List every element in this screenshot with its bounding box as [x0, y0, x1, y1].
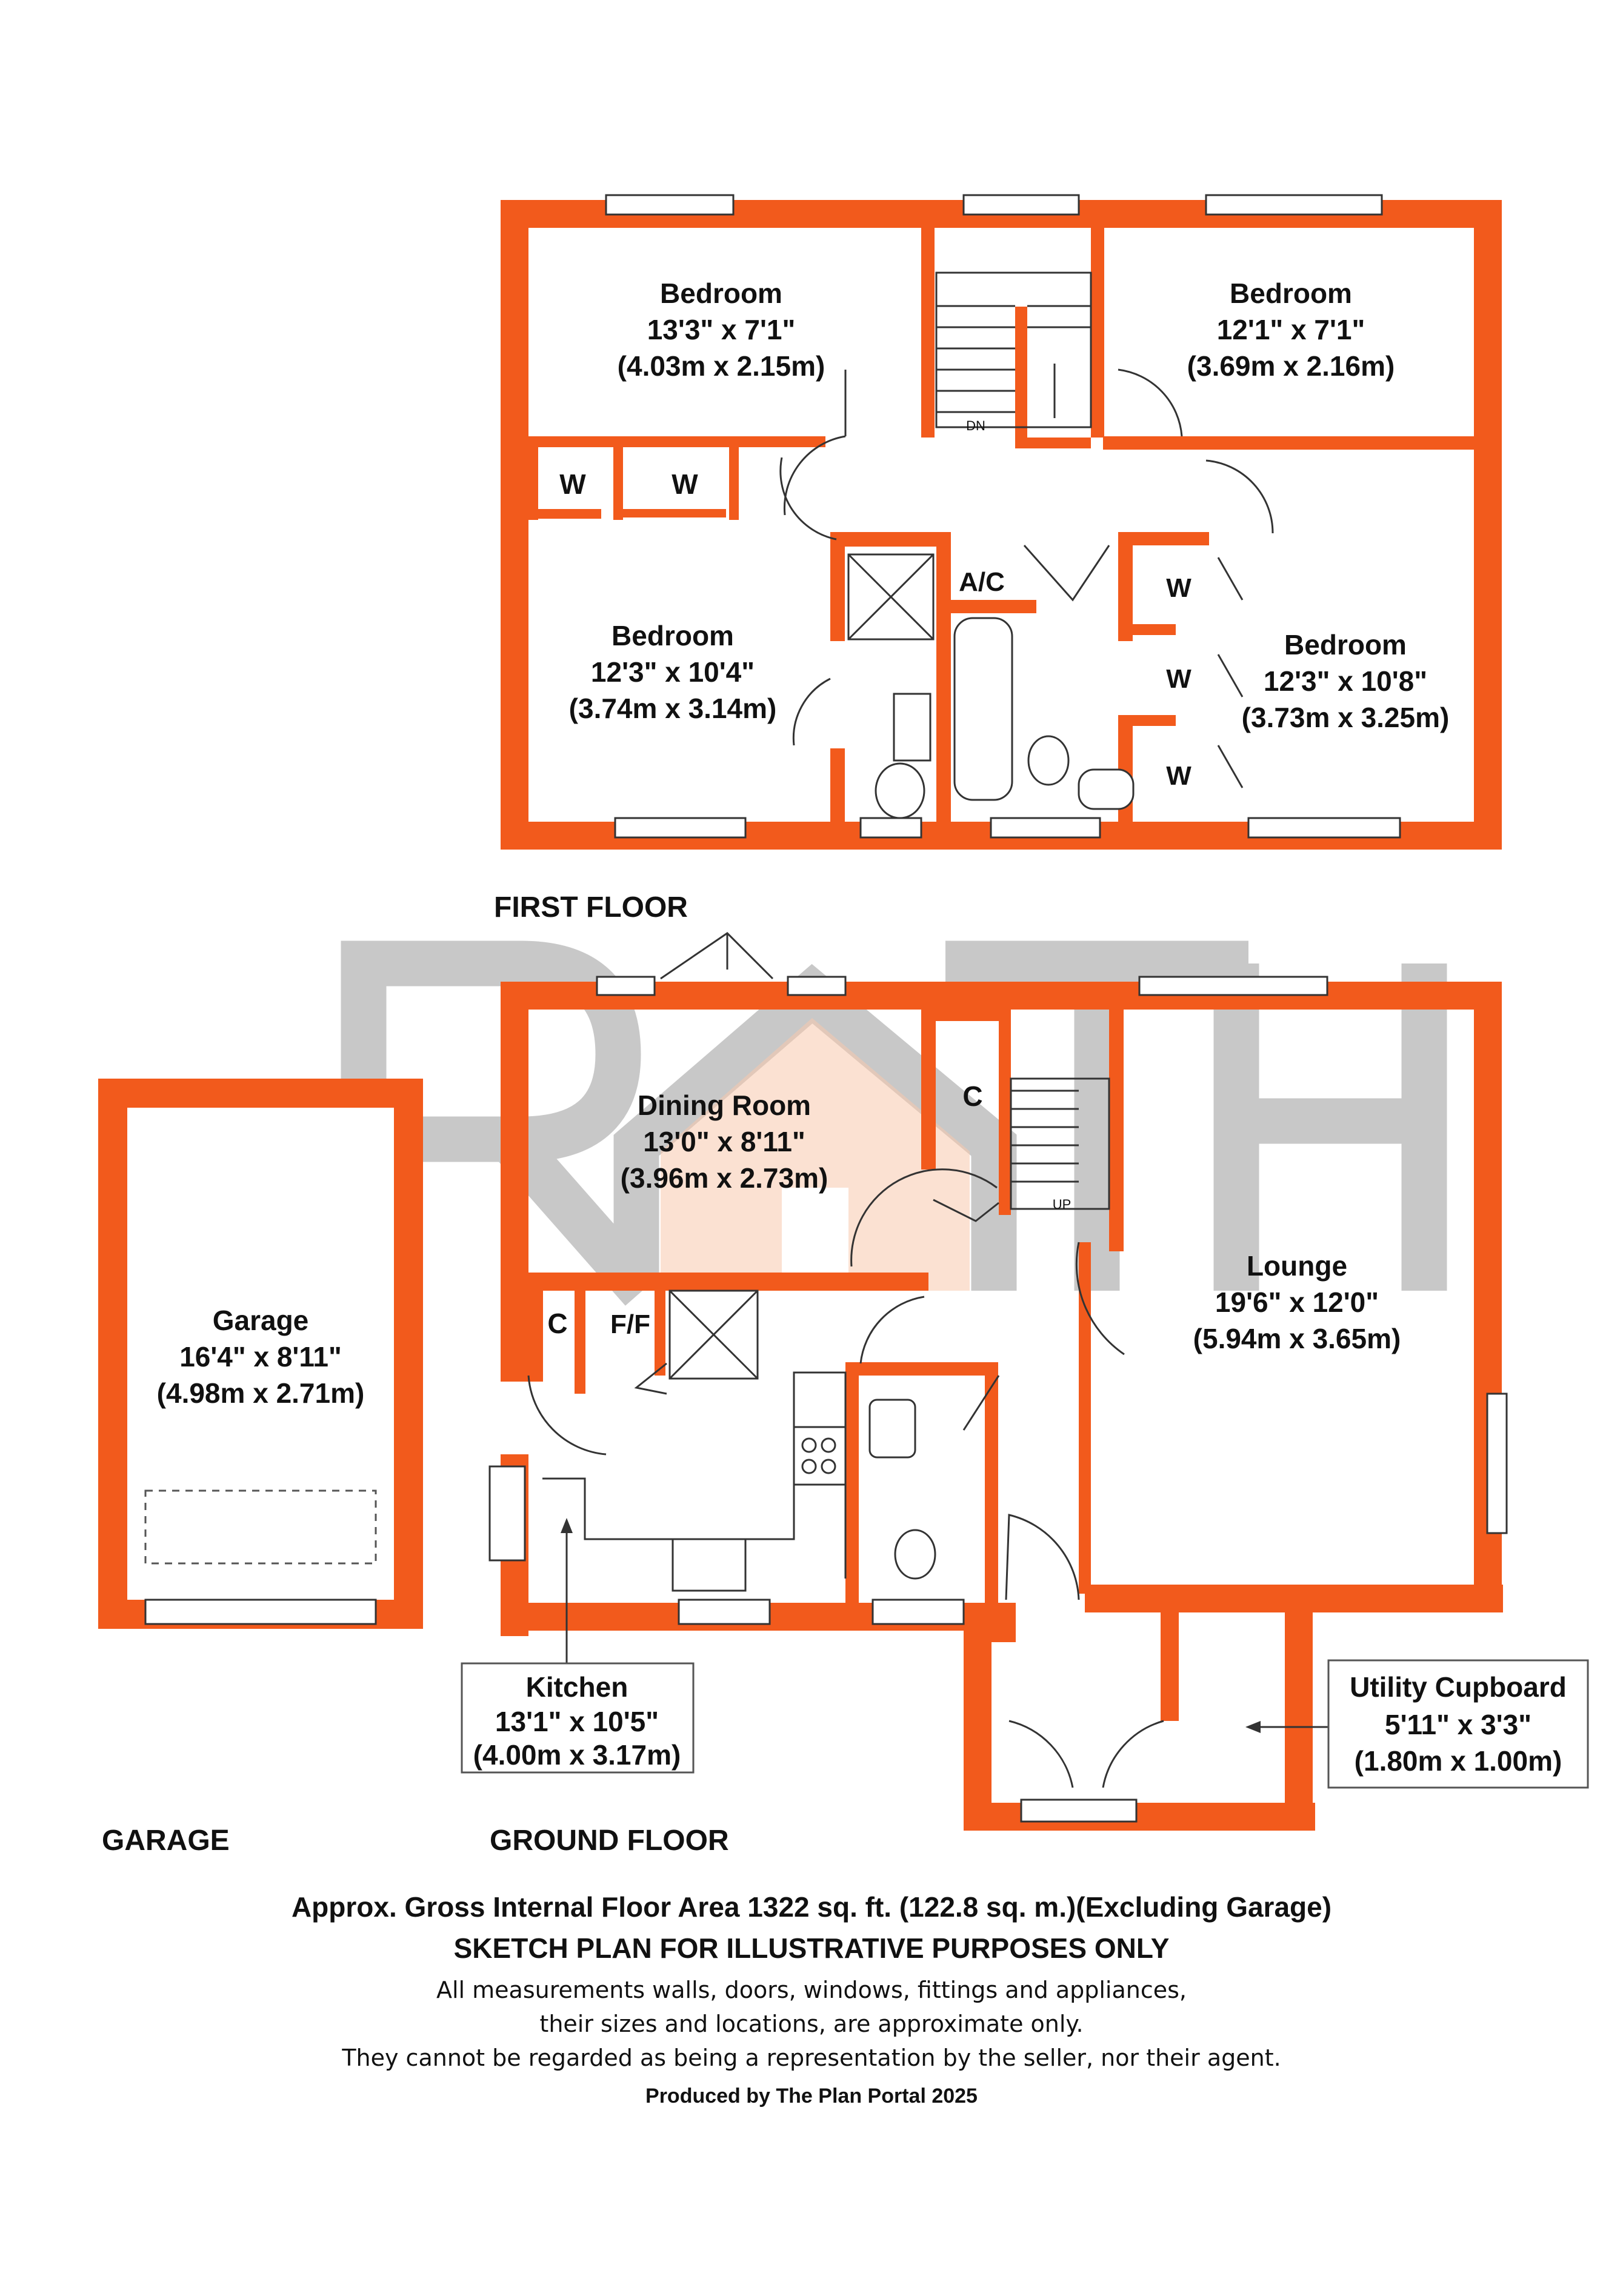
- svg-text:Bedroom: Bedroom: [1284, 629, 1407, 661]
- floor-area-text: Approx. Gross Internal Floor Area 1322 s…: [291, 1891, 1332, 1923]
- room-label-ff-bed-4: Bedroom 12'3" x 10'8" (3.73m x 3.25m): [1242, 629, 1450, 733]
- svg-text:Garage: Garage: [213, 1305, 309, 1336]
- room-label-ff-bed-3: Bedroom 12'3" x 10'4" (3.74m x 3.14m): [569, 620, 777, 724]
- room-label-ff-bed-1: Bedroom 13'3" x 7'1" (4.03m x 2.15m): [618, 278, 825, 382]
- wardrobe-label: W: [559, 468, 586, 500]
- svg-text:13'1" x 10'5": 13'1" x 10'5": [495, 1706, 659, 1737]
- garage-title: GARAGE: [102, 1825, 230, 1857]
- svg-text:12'1" x 7'1": 12'1" x 7'1": [1217, 314, 1365, 345]
- svg-text:(5.94m x 3.65m): (5.94m x 3.65m): [1193, 1323, 1401, 1354]
- first-floor-doors: [779, 368, 1274, 788]
- disclaimer-line-1: All measurements walls, doors, windows, …: [436, 1977, 1187, 2003]
- wardrobe-label: W: [1166, 664, 1191, 694]
- svg-text:(3.73m x 3.25m): (3.73m x 3.25m): [1242, 702, 1450, 733]
- ground-floor-title: GROUND FLOOR: [490, 1825, 729, 1857]
- svg-text:19'6" x 12'0": 19'6" x 12'0": [1215, 1286, 1379, 1318]
- svg-text:5'11" x 3'3": 5'11" x 3'3": [1385, 1709, 1531, 1740]
- svg-text:Bedroom: Bedroom: [1230, 278, 1352, 309]
- svg-text:(3.74m x 3.14m): (3.74m x 3.14m): [569, 693, 777, 724]
- svg-text:(4.98m x 2.71m): (4.98m x 2.71m): [157, 1377, 365, 1409]
- svg-text:13'0" x 8'11": 13'0" x 8'11": [643, 1126, 805, 1157]
- ground-floor-doors: [527, 932, 1164, 1788]
- stairs-down-label: DN: [966, 418, 985, 433]
- room-label-gf-dining: Dining Room 13'0" x 8'11" (3.96m x 2.73m…: [621, 1090, 828, 1194]
- produced-by-text: Produced by The Plan Portal 2025: [645, 2085, 978, 2108]
- svg-text:12'3" x 10'8": 12'3" x 10'8": [1264, 665, 1427, 697]
- kitchen-callout: Kitchen 13'1" x 10'5" (4.00m x 3.17m): [461, 1518, 695, 1774]
- cupboard-label: C: [962, 1080, 982, 1112]
- stairs-up-label: UP: [1053, 1197, 1071, 1212]
- room-label-ff-bed-2: Bedroom 12'1" x 7'1" (3.69m x 2.16m): [1187, 278, 1395, 382]
- garage-plan: [98, 1079, 423, 1629]
- first-floor-small-labels: W W A/C W W W DN: [559, 418, 1191, 791]
- bathroom-fixtures: [847, 553, 1135, 819]
- disclaimer-line-3: They cannot be regarded as being a repre…: [342, 2045, 1281, 2071]
- disclaimer-line-2: their sizes and locations, are approxima…: [539, 2011, 1084, 2037]
- fridge-freezer-label: F/F: [610, 1309, 650, 1339]
- sketch-plan-notice: SKETCH PLAN FOR ILLUSTRATIVE PURPOSES ON…: [453, 1932, 1170, 1964]
- airing-cupboard-label: A/C: [959, 567, 1005, 597]
- stairs-up: [1010, 1077, 1110, 1210]
- first-floor-title: FIRST FLOOR: [494, 891, 688, 923]
- svg-text:Kitchen: Kitchen: [526, 1671, 628, 1703]
- svg-text:(4.03m x 2.15m): (4.03m x 2.15m): [618, 350, 825, 382]
- svg-text:Dining Room: Dining Room: [638, 1090, 811, 1121]
- cupboard-label: C: [547, 1308, 567, 1339]
- wardrobe-label: W: [672, 468, 698, 500]
- first-floor-windows: [605, 194, 1401, 839]
- wardrobe-label: W: [1166, 573, 1191, 603]
- svg-text:Lounge: Lounge: [1247, 1250, 1347, 1282]
- stairs-down: [935, 271, 1092, 428]
- svg-text:Bedroom: Bedroom: [660, 278, 782, 309]
- room-label-garage: Garage 16'4" x 8'11" (4.98m x 2.71m): [157, 1305, 365, 1409]
- svg-text:(1.80m x 1.00m): (1.80m x 1.00m): [1355, 1745, 1562, 1777]
- ground-floor-small-labels: C C F/F UP: [547, 1080, 1071, 1339]
- wardrobe-label: W: [1166, 761, 1191, 791]
- svg-text:(4.00m x 3.17m): (4.00m x 3.17m): [473, 1739, 681, 1771]
- ground-floor-windows: [488, 976, 1508, 1823]
- utility-cupboard-callout: Utility Cupboard 5'11" x 3'3" (1.80m x 1…: [1245, 1659, 1589, 1789]
- svg-text:Bedroom: Bedroom: [612, 620, 734, 651]
- svg-text:Utility Cupboard: Utility Cupboard: [1350, 1671, 1567, 1703]
- room-label-gf-lounge: Lounge 19'6" x 12'0" (5.94m x 3.65m): [1193, 1250, 1401, 1354]
- svg-text:(3.69m x 2.16m): (3.69m x 2.16m): [1187, 350, 1395, 382]
- kitchen-fittings: [542, 1289, 936, 1592]
- svg-text:12'3" x 10'4": 12'3" x 10'4": [591, 656, 755, 688]
- svg-text:16'4" x 8'11": 16'4" x 8'11": [179, 1341, 342, 1373]
- svg-text:13'3" x 7'1": 13'3" x 7'1": [647, 314, 796, 345]
- svg-text:(3.96m x 2.73m): (3.96m x 2.73m): [621, 1162, 828, 1194]
